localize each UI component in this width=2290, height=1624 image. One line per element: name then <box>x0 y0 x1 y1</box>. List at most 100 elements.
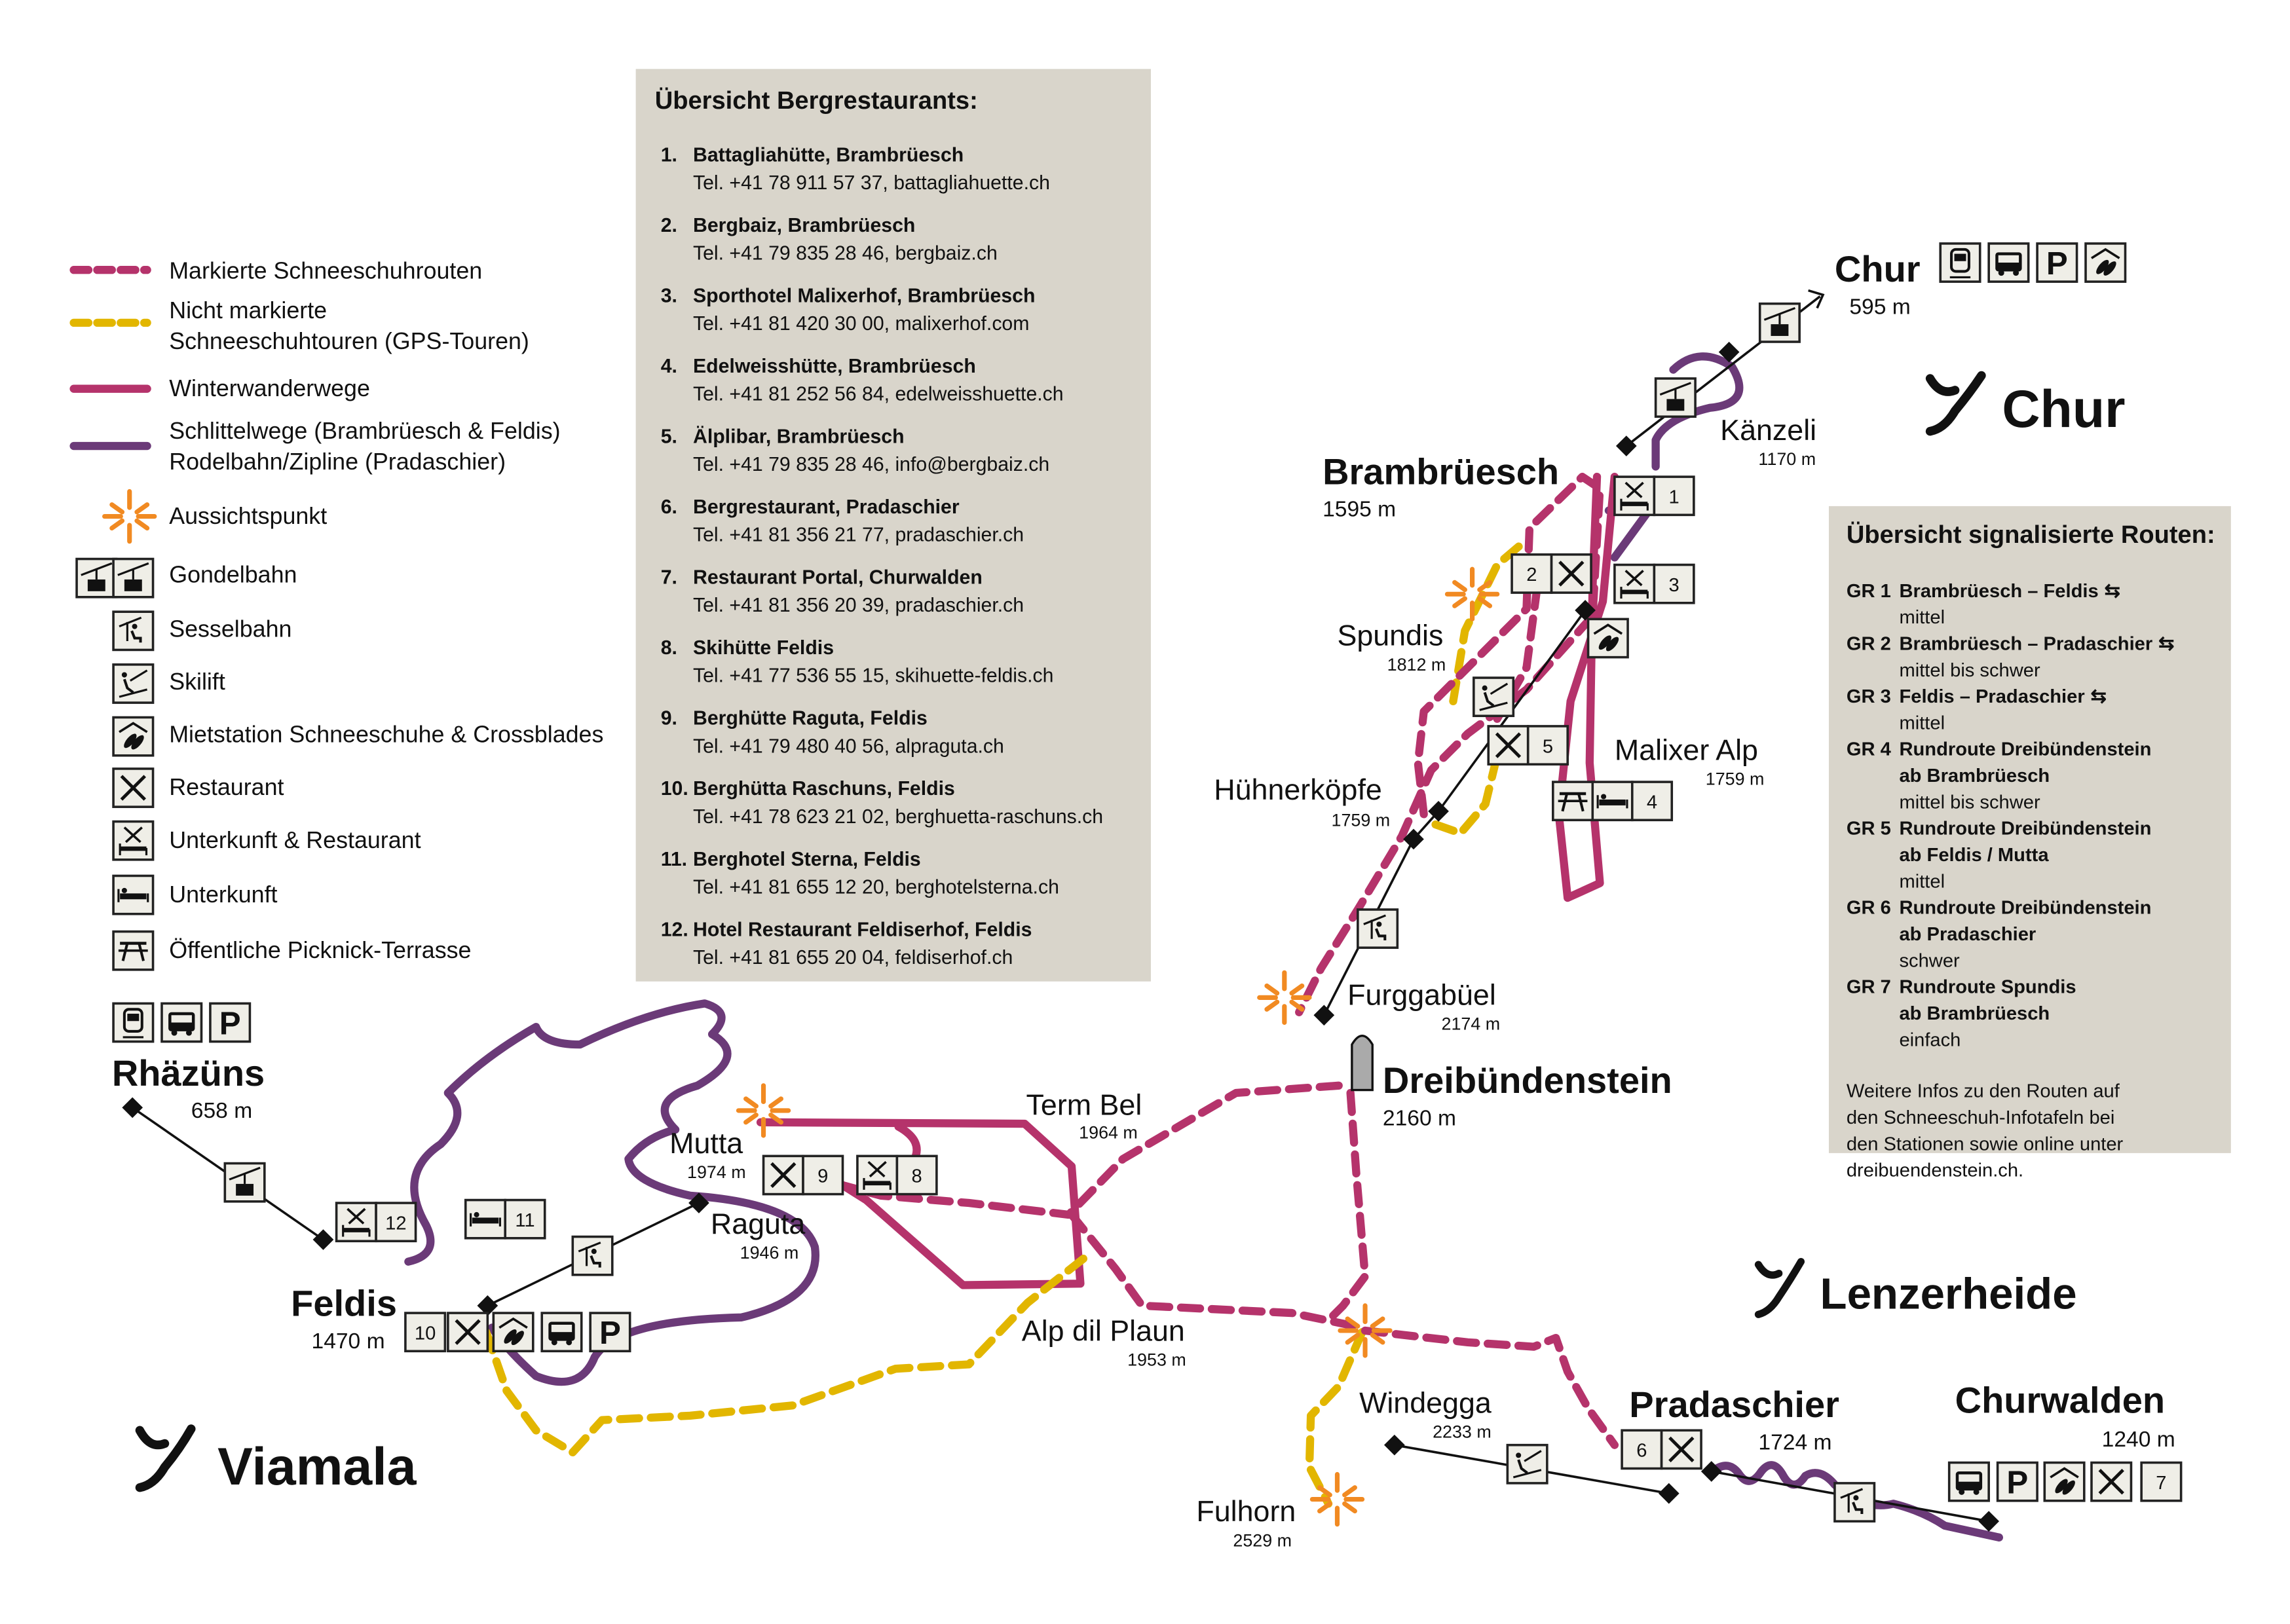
restaurant-name: Berghütta Raschuns, Feldis <box>693 778 955 800</box>
legend-gondola-label: Gondelbahn <box>169 561 297 587</box>
logo-lenzerheide-text: Lenzerheide <box>1820 1269 2077 1318</box>
gondola-icon <box>1654 377 1697 418</box>
restaurant-marker[interactable]: 12 <box>375 1202 417 1243</box>
restaurant-name: Skihütte Feldis <box>693 637 834 659</box>
elev-brambrueesch: 1595 m <box>1323 498 1396 522</box>
restaurant-marker-number: 12 <box>385 1213 406 1234</box>
restaurant-marker[interactable]: 10 <box>404 1312 447 1353</box>
lodging-restaurant-icon <box>856 1154 899 1196</box>
route-name-text: Feldis – Pradaschier <box>1900 686 2085 707</box>
place-dreibuendenstein: Dreibündenstein <box>1383 1060 1672 1101</box>
routes-info-line: Weitere Infos zu den Routen auf <box>1847 1081 2120 1102</box>
restaurant-marker[interactable]: 4 <box>1630 781 1674 822</box>
viewpoint-icon <box>738 1086 788 1135</box>
bus-icon <box>1987 242 2030 283</box>
route-code: GR 5 <box>1847 819 1891 840</box>
restaurant-contact: Tel. +41 81 356 21 77, pradaschier.ch <box>693 525 1024 546</box>
routes-info-line[interactable]: dreibuendenstein.ch. <box>1847 1160 2023 1181</box>
restaurant-marker[interactable]: 8 <box>895 1154 938 1196</box>
chairlift-icon <box>112 610 155 652</box>
logo-viamala: Viamala <box>135 1424 417 1496</box>
legend-gps-label: Nicht markierte <box>169 297 327 323</box>
route-name: Rundroute Dreibündenstein <box>1900 739 2152 760</box>
place-windegga: Windegga <box>1359 1386 1492 1419</box>
skilift-icon <box>1473 676 1515 718</box>
route-sub: ab Feldis / Mutta <box>1900 845 2050 866</box>
restaurant-number: 1. <box>661 144 677 166</box>
place-kaenzeli: Känzeli <box>1720 414 1816 447</box>
legend-viewpoint-label: Aussichtspunkt <box>169 503 327 529</box>
route-name-text: Brambrüesch – Feldis <box>1900 581 2099 602</box>
restaurant-marker[interactable]: 9 <box>802 1154 844 1196</box>
place-mutta: Mutta <box>669 1127 743 1160</box>
skilift-icon <box>1506 1443 1549 1485</box>
parking-letter: P <box>219 1005 241 1041</box>
logo-chur: Chur <box>1925 371 2125 439</box>
restaurant-name: Battagliahütte, Brambrüesch <box>693 144 964 166</box>
route-name: Rundroute Spundis <box>1900 977 2076 998</box>
restaurant-marker[interactable]: 11 <box>504 1198 546 1240</box>
elev-chur: 595 m <box>1849 295 1910 319</box>
place-alp-dil-plaun: Alp dil Plaun <box>1022 1315 1185 1348</box>
viewpoint-icon <box>105 491 155 541</box>
place-labels: Chur 595 m Känzeli 1170 m Brambrüesch 15… <box>112 248 2175 1550</box>
route-code: GR 3 <box>1847 686 1891 707</box>
restaurant-contact: Tel. +41 78 623 21 02, berghuetta-raschu… <box>693 806 1103 828</box>
lodging-restaurant-icon <box>1613 475 1656 517</box>
restaurant-contact: Tel. +41 81 420 30 00, malixerhof.com <box>693 313 1029 335</box>
route-level: schwer <box>1900 950 1961 971</box>
restaurant-icon <box>1660 1429 1702 1470</box>
restaurant-marker[interactable]: 2 <box>1511 553 1553 594</box>
lodging-icon <box>1591 781 1634 822</box>
restaurant-name: Hotel Restaurant Feldiserhof, Feldis <box>693 919 1032 940</box>
route-level: mittel bis schwer <box>1900 792 2040 813</box>
legend: Markierte Schneeschuhrouten Nicht markie… <box>69 258 603 963</box>
legend-snowshoe-label: Markierte Schneeschuhrouten <box>169 258 482 284</box>
restaurant-number: 7. <box>661 567 677 589</box>
restaurant-name: Berghütte Raguta, Feldis <box>693 708 928 729</box>
parking-icon: P <box>209 1002 252 1043</box>
route-name-text: Rundroute Dreibündenstein <box>1900 819 2152 840</box>
legend-skilift-label: Skilift <box>169 669 225 695</box>
place-churwalden: Churwalden <box>1955 1379 2165 1420</box>
elev-furggabuel: 2174 m <box>1442 1014 1501 1034</box>
chairlift-icon <box>1833 1482 1876 1522</box>
skilift-icon <box>112 663 155 704</box>
route-level: mittel <box>1900 712 1945 733</box>
lodging-restaurant-icon <box>112 820 155 861</box>
routes-info-line: den Stationen sowie online unter <box>1847 1134 2124 1154</box>
restaurant-marker[interactable]: 1 <box>1653 475 1695 517</box>
restaurant-name: Berghotel Sterna, Feldis <box>693 849 921 870</box>
restaurant-number: 10. <box>661 778 688 800</box>
restaurant-marker[interactable]: 6 <box>1621 1429 1663 1470</box>
restaurant-icon <box>447 1312 489 1353</box>
restaurant-contact: Tel. +41 81 655 20 04, feldiserhof.ch <box>693 947 1013 969</box>
legend-winter-label: Winterwanderwege <box>169 375 370 401</box>
route-sub: ab Brambrüesch <box>1900 766 2050 786</box>
elev-huehnerkoepfe: 1759 m <box>1332 810 1391 830</box>
restaurant-name: Sporthotel Malixerhof, Brambrüesch <box>693 285 1035 306</box>
restaurant-marker[interactable]: 3 <box>1653 563 1695 604</box>
restaurant-name: Restaurant Portal, Churwalden <box>693 567 983 589</box>
legend-restaurant-label: Restaurant <box>169 774 284 800</box>
restaurants-title: Übersicht Bergrestaurants: <box>655 86 978 115</box>
legend-rental-label: Mietstation Schneeschuhe & Crossblades <box>169 722 603 748</box>
lodging-icon <box>464 1198 507 1240</box>
restaurant-marker[interactable]: 7 <box>2140 1461 2183 1502</box>
lodging-restaurant-icon <box>335 1202 377 1243</box>
restaurant-marker-number: 1 <box>1669 487 1680 507</box>
route-item: GR 5 Rundroute Dreibündenstein ab Feldis /… <box>1847 819 2152 893</box>
restaurant-icon <box>762 1154 804 1196</box>
snowshoe-route-pradaschier <box>1361 1326 1619 1449</box>
restaurant-marker[interactable]: 5 <box>1526 725 1569 766</box>
restaurant-contact: Tel. +41 77 536 55 15, skihuette-feldis.… <box>693 665 1053 687</box>
picnic-icon <box>1552 781 1594 822</box>
elev-term-bel: 1964 m <box>1079 1122 1138 1142</box>
restaurant-number: 12. <box>661 919 688 940</box>
logo-chur-text: Chur <box>2002 380 2125 439</box>
